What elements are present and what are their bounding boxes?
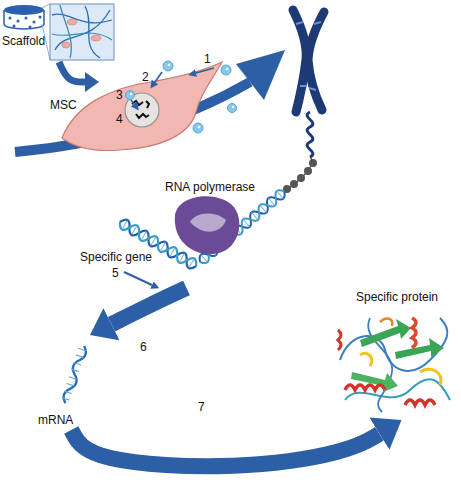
node-label: RNA polymerase bbox=[165, 180, 255, 194]
node-label: MSC bbox=[50, 98, 77, 112]
nucleosome bbox=[309, 159, 317, 167]
scaffold-zoom bbox=[42, 4, 114, 60]
chromatin-coil bbox=[307, 112, 313, 157]
callout-number: 5 bbox=[112, 266, 119, 280]
transcription-arrow bbox=[124, 272, 152, 285]
chromatid bbox=[308, 12, 324, 110]
step-arrow bbox=[155, 72, 162, 82]
nuclear-dna bbox=[132, 101, 143, 105]
scaffold-fiber bbox=[60, 5, 71, 58]
callout-number: 2 bbox=[142, 70, 149, 84]
molecule-dot bbox=[198, 126, 201, 129]
molecule-dot bbox=[168, 64, 171, 67]
alpha-helix bbox=[345, 385, 385, 390]
molecule-dot bbox=[232, 106, 234, 108]
callout-number: 4 bbox=[116, 112, 123, 126]
mrna-strand bbox=[61, 344, 88, 404]
mrna-node: mRNA bbox=[30, 335, 105, 430]
process-arrow bbox=[111, 288, 186, 324]
node-label: Specific protein bbox=[356, 290, 438, 304]
node-label: Specific gene bbox=[80, 250, 152, 264]
scaffold-fiber bbox=[85, 6, 100, 58]
protein-turn bbox=[360, 353, 372, 366]
protein-loop bbox=[340, 318, 447, 371]
scaffold-fiber bbox=[52, 33, 112, 40]
molecule bbox=[163, 61, 173, 71]
step-number: 7 bbox=[198, 400, 205, 414]
protein-turn bbox=[380, 319, 392, 326]
signal-molecules bbox=[126, 61, 237, 133]
alpha-helix bbox=[338, 330, 341, 350]
rna-polymerase bbox=[175, 196, 240, 254]
node-label: mRNA bbox=[38, 413, 73, 427]
beta-sheet bbox=[360, 319, 411, 347]
enzyme-node: RNA polymerase bbox=[163, 178, 260, 250]
stem-cell bbox=[62, 62, 222, 151]
polymerase-body bbox=[175, 196, 240, 254]
protein-turn bbox=[420, 369, 441, 385]
molecule bbox=[228, 104, 237, 113]
step-arrow bbox=[196, 68, 214, 73]
seeded-cell bbox=[62, 42, 70, 48]
step-arrow bbox=[131, 100, 134, 104]
cell-node: MSC bbox=[48, 82, 218, 144]
pore-dot bbox=[29, 26, 32, 29]
callout-number: 1 bbox=[204, 52, 211, 66]
step-number: 6 bbox=[140, 340, 147, 354]
molecule-dot bbox=[226, 68, 229, 71]
nuclear-dna bbox=[136, 114, 149, 118]
process-arrow bbox=[59, 62, 85, 82]
alpha-helix bbox=[405, 400, 435, 405]
nucleosome bbox=[304, 167, 312, 175]
molecule-dot bbox=[130, 93, 132, 95]
beta-sheet bbox=[395, 338, 444, 359]
cylinder-top bbox=[4, 5, 44, 15]
band-head bbox=[236, 50, 285, 100]
protein-loop bbox=[345, 379, 450, 400]
callout-number: 3 bbox=[116, 88, 123, 102]
chromatin-string bbox=[284, 157, 312, 192]
scaffold-fiber bbox=[52, 14, 112, 23]
pore-dot bbox=[39, 16, 42, 19]
scaffold-cylinder bbox=[4, 5, 44, 29]
pore-dot bbox=[13, 25, 16, 28]
process-arrow bbox=[71, 430, 379, 466]
rna-backbone bbox=[62, 345, 88, 405]
chromosome-band bbox=[309, 88, 316, 90]
molecule bbox=[221, 65, 231, 75]
scaffold-node: Scaffold bbox=[0, 0, 118, 62]
seeded-cell bbox=[67, 19, 77, 25]
molecule bbox=[126, 91, 135, 100]
nucleosome bbox=[297, 174, 305, 182]
seeded-cell bbox=[91, 35, 101, 41]
chromosome-band bbox=[314, 22, 321, 24]
node-label: Scaffold bbox=[2, 34, 45, 48]
signal-band-arrow bbox=[15, 50, 285, 152]
zoom-line bbox=[42, 4, 50, 8]
zoom-box bbox=[50, 4, 114, 60]
chromosome bbox=[283, 10, 324, 193]
pore-dot bbox=[17, 20, 20, 23]
rna-bases bbox=[62, 348, 86, 400]
alpha-helix bbox=[412, 318, 416, 348]
gene-node: Specific gene bbox=[76, 218, 206, 288]
chromosome-band bbox=[300, 85, 307, 87]
chromosome-band bbox=[296, 22, 303, 24]
nuclear-dna bbox=[146, 101, 149, 108]
pore-dot bbox=[33, 21, 36, 24]
protein-structure bbox=[338, 318, 450, 412]
pore-dot bbox=[25, 17, 28, 20]
pore-dot bbox=[9, 17, 12, 20]
polymerase-cleft bbox=[190, 213, 226, 231]
nucleosome bbox=[290, 180, 298, 188]
molecule bbox=[193, 123, 203, 133]
protein-node: Specific protein bbox=[330, 290, 460, 420]
cell-body bbox=[62, 62, 222, 151]
